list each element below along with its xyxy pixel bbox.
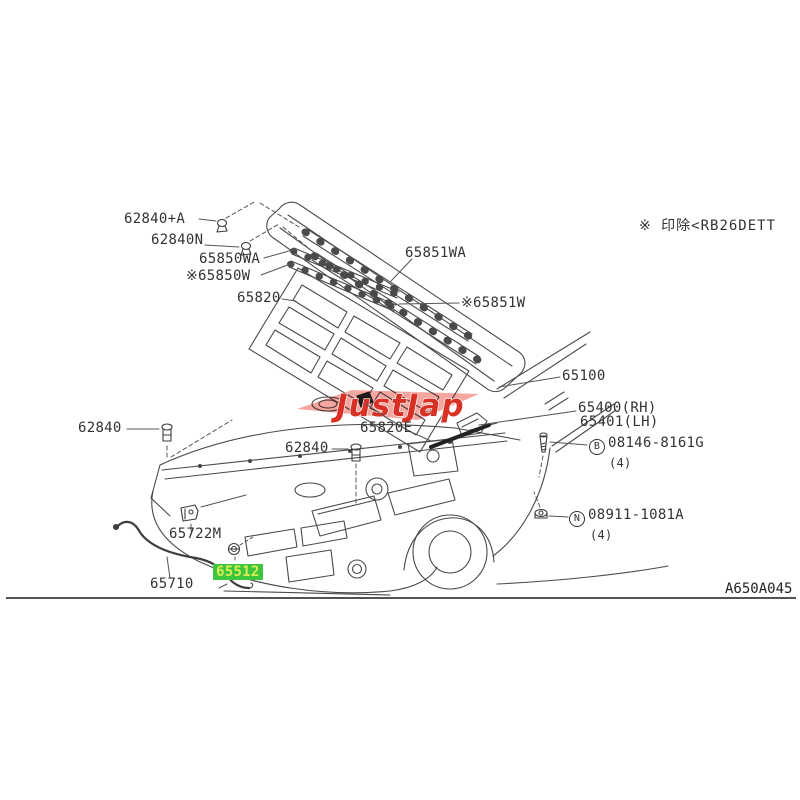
part-label-65850w: ※65850W xyxy=(186,268,251,284)
part-label-65820e: 65820E xyxy=(360,420,413,436)
part-label-65401lh: 65401(LH) xyxy=(580,414,659,430)
part-label-65100: 65100 xyxy=(562,368,606,384)
part-label-65512-highlighted[interactable]: 65512 xyxy=(213,564,263,580)
part-number: 08146-8161G xyxy=(608,435,705,451)
circled-b-symbol: B xyxy=(589,439,605,455)
part-label-65851w: ※65851W xyxy=(461,295,526,311)
hood-panel xyxy=(266,201,526,393)
part-label-62840-mid: 62840 xyxy=(285,440,329,456)
part-number: 08911-1081A xyxy=(588,507,685,523)
car-body xyxy=(150,331,669,596)
part-label-62840-left: 62840 xyxy=(78,420,122,436)
engine-variant-note: ※ 印除<RB26DETT xyxy=(639,218,777,234)
part-label-65710: 65710 xyxy=(150,576,194,592)
grommet-62840-left xyxy=(161,423,173,442)
grommet-62840-mid xyxy=(350,443,362,462)
leader-lines xyxy=(126,200,588,589)
fasteners xyxy=(112,218,548,590)
part-label-65851wa: 65851WA xyxy=(405,245,467,261)
part-label-65722m: 65722M xyxy=(169,526,222,542)
diagram-code: A650A045 xyxy=(725,581,793,597)
front-seal-strips xyxy=(287,247,401,312)
nut-08911 xyxy=(534,508,548,519)
part-label-62840-plus-a: 62840+A xyxy=(124,211,186,227)
watermark: JustJap xyxy=(297,387,479,425)
part-label-65850wa: 65850WA xyxy=(199,251,261,267)
part-label-62840n: 62840N xyxy=(151,232,204,248)
clip-62840-plus-a xyxy=(216,218,228,233)
bolt-08146 xyxy=(539,432,548,453)
clip-62840n xyxy=(240,241,252,256)
circled-n-symbol: N xyxy=(569,511,585,527)
watermark-text: JustJap xyxy=(330,388,465,424)
part-label-65400rh: 65400(RH) xyxy=(578,400,657,416)
quantity: (4) xyxy=(590,528,613,542)
clamp-65722m xyxy=(180,504,199,522)
quantity: (4) xyxy=(609,456,632,470)
part-label-65820: 65820 xyxy=(237,290,281,306)
pushpin-65512 xyxy=(227,542,241,556)
hood-lock-rod-65710 xyxy=(112,520,254,590)
